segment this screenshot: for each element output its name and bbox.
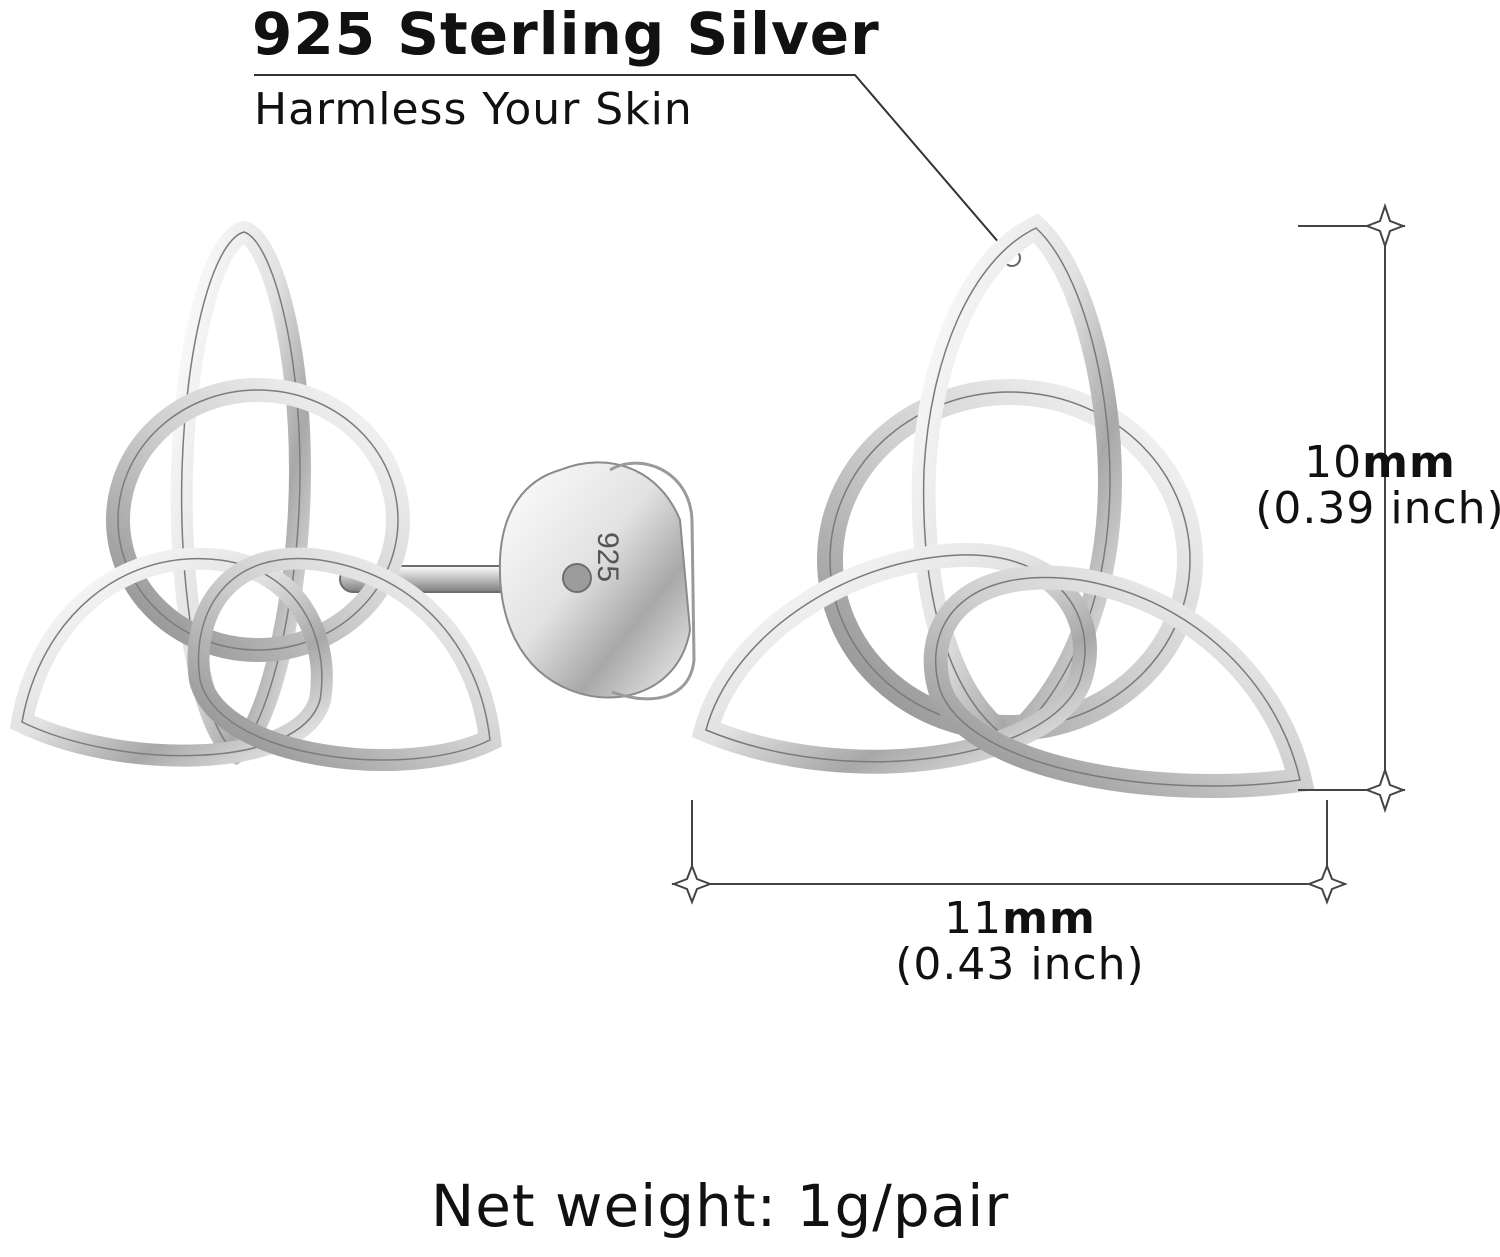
height-dimension-label: 10mm (0.39 inch) [1250,440,1500,532]
product-subtitle: Harmless Your Skin [254,84,693,135]
width-imperial: (0.43 inch) [895,939,1145,990]
width-dimension-guide [671,800,1348,905]
height-metric: 10mm [1304,437,1456,488]
title-underline [254,74,854,76]
left-earring-side-view [9,220,696,771]
right-earring-front-view [691,213,1315,798]
net-weight-label: Net weight: 1g/pair [430,1172,1010,1240]
height-imperial: (0.39 inch) [1255,483,1500,534]
silver-stamp: 925 [591,532,624,582]
product-title: 925 Sterling Silver [252,0,880,68]
knot-ring [106,378,410,662]
height-dimension-guide [1298,202,1406,814]
width-dimension-label: 11mm (0.43 inch) [880,896,1160,988]
earring-back [498,461,696,701]
width-metric: 11mm [944,893,1096,944]
